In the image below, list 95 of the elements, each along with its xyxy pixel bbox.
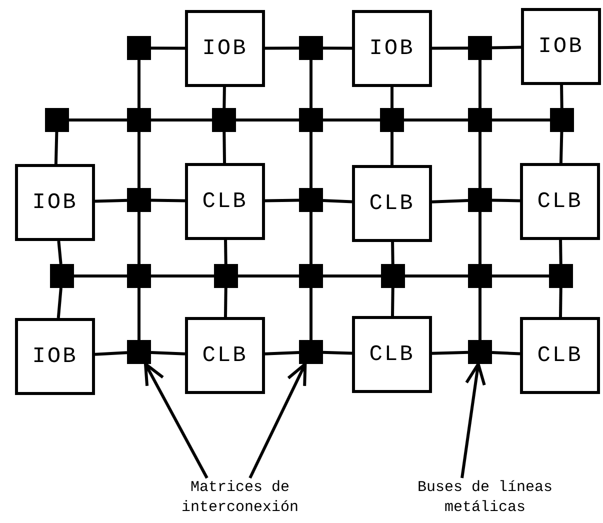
leader-arrow [144, 362, 208, 479]
switch-matrix [127, 36, 151, 60]
callout-text: Buses de líneas metálicas [405, 478, 565, 520]
switch-matrix [45, 108, 69, 132]
bus-line [264, 351, 300, 356]
logic-block: CLB [520, 163, 600, 240]
switch-matrix [127, 108, 151, 132]
switch-matrix [212, 108, 236, 132]
logic-block: IOB [185, 10, 265, 87]
bus-line [138, 288, 140, 340]
switch-matrix [381, 264, 405, 288]
switch-matrix [127, 264, 151, 288]
bus-line [150, 351, 186, 356]
logic-block: IOB [15, 164, 95, 241]
bus-line [138, 212, 140, 264]
bus-line [432, 350, 468, 355]
bus-line [151, 274, 214, 278]
bus-line [94, 351, 128, 356]
bus-line [322, 350, 352, 355]
logic-block: CLB [352, 165, 432, 242]
bus-line [478, 60, 482, 108]
bus-line [492, 46, 522, 50]
bus-line [432, 198, 468, 204]
leader-arrow [460, 362, 486, 478]
leader-arrow [248, 362, 307, 479]
bus-line [432, 46, 468, 50]
bus-line [236, 118, 299, 122]
logic-block: IOB [15, 318, 95, 395]
switch-matrix [127, 340, 151, 364]
bus-line [150, 198, 186, 202]
switch-matrix [214, 264, 238, 288]
bus-line [322, 199, 352, 204]
bus-line [151, 118, 212, 122]
bus-line [264, 198, 300, 202]
switch-matrix [299, 36, 323, 60]
switch-matrix [299, 340, 323, 364]
bus-line [74, 274, 127, 278]
switch-matrix [50, 264, 74, 288]
switch-matrix [468, 36, 492, 60]
bus-line [390, 87, 394, 108]
bus-line [391, 242, 394, 264]
bus-line [57, 240, 62, 264]
switch-matrix [380, 108, 404, 132]
logic-block: CLB [352, 316, 432, 393]
bus-line [478, 212, 482, 264]
switch-matrix [468, 188, 492, 212]
bus-line [322, 46, 352, 50]
logic-block: IOB [521, 8, 601, 85]
bus-line [150, 46, 185, 50]
bus-line [310, 288, 312, 340]
logic-block: CLB [520, 317, 600, 394]
bus-line [492, 274, 549, 278]
switch-matrix [468, 264, 492, 288]
bus-line [478, 288, 482, 340]
bus-line [404, 118, 468, 122]
logic-block: IOB [352, 10, 432, 87]
switch-matrix [299, 188, 323, 212]
bus-line [138, 132, 140, 188]
bus-line [238, 274, 299, 278]
bus-line [492, 351, 520, 356]
bus-line [558, 288, 562, 318]
switch-matrix [468, 340, 492, 364]
bus-line [405, 274, 468, 278]
bus-line [559, 132, 564, 164]
switch-matrix [550, 108, 574, 132]
callout-text: Matrices de interconexión [160, 478, 320, 520]
bus-line [94, 198, 128, 203]
bus-line [390, 132, 394, 165]
bus-line [54, 132, 58, 164]
bus-line [492, 118, 550, 122]
bus-line [56, 288, 62, 318]
bus-line [560, 84, 564, 108]
bus-line [391, 288, 394, 316]
switch-matrix [299, 108, 323, 132]
logic-block: CLB [185, 317, 265, 394]
bus-line [310, 212, 312, 264]
switch-matrix [468, 108, 492, 132]
logic-block: CLB [185, 163, 265, 240]
bus-line [222, 86, 226, 108]
bus-line [265, 46, 300, 50]
bus-line [310, 132, 312, 188]
bus-line [559, 240, 562, 264]
bus-line [478, 132, 482, 188]
switch-matrix [299, 264, 323, 288]
switch-matrix [127, 188, 151, 212]
bus-line [323, 118, 380, 122]
bus-line [323, 274, 381, 278]
bus-line [69, 118, 127, 122]
bus-line [492, 198, 520, 202]
bus-line [138, 60, 140, 108]
bus-line [222, 132, 226, 164]
bus-line [224, 288, 228, 318]
bus-line [310, 60, 312, 108]
switch-matrix [549, 264, 573, 288]
bus-line [224, 240, 228, 264]
